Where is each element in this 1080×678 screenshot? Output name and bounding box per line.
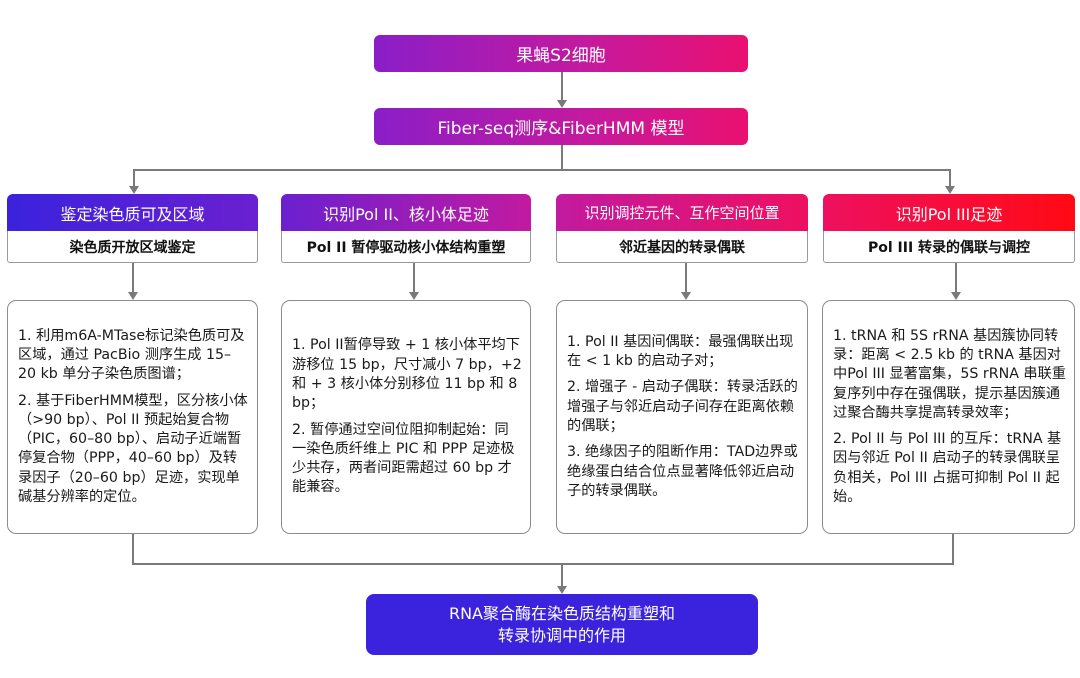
- column-subtitle-pol3-footprint: Pol III 转录的偶联与调控: [823, 231, 1075, 263]
- detail-point: 2. 暂停通过空间位阻抑制起始：同一染色质纤维上 PIC 和 PPP 足迹极少共…: [292, 421, 515, 496]
- detail-box-regulatory-elements: 1. Pol II 基因间偶联：最强偶联出现在 < 1 kb 的启动子对； 2.…: [556, 300, 808, 534]
- column-subtitle-pol2-footprint: Pol II 暂停驱动核小体结构重塑: [281, 231, 531, 263]
- arrow-down-icon: [557, 100, 567, 108]
- connector-line: [133, 169, 951, 171]
- method-node-label: Fiber-seq测序&FiberHMM 模型: [437, 119, 685, 139]
- detail-point: 1. tRNA 和 5S rRNA 基因簇协同转录：距离 < 2.5 kb 的 …: [833, 327, 1066, 421]
- connector-line: [561, 145, 563, 170]
- column-subtitle-label: Pol II 暂停驱动核小体结构重塑: [306, 239, 506, 256]
- column-header-label: 识别Pol II、核小体足迹: [323, 204, 489, 224]
- connector-line: [413, 263, 415, 293]
- conclusion-node: RNA聚合酶在染色质结构重塑和 转录协调中的作用: [366, 594, 758, 655]
- connector-line: [132, 263, 134, 293]
- conclusion-line-2: 转录协调中的作用: [497, 625, 626, 645]
- column-subtitle-label: 邻近基因的转录偶联: [619, 239, 745, 256]
- connector-line: [685, 263, 687, 293]
- column-header-label: 识别调控元件、互作空间位置: [584, 204, 780, 222]
- detail-box-accessibility: 1. 利用m6A-MTase标记染色质可及区域，通过 PacBio 测序生成 1…: [7, 300, 258, 534]
- arrow-down-icon: [951, 292, 961, 300]
- connector-line: [949, 169, 951, 187]
- column-header-pol3-footprint: 识别Pol III足迹: [823, 194, 1075, 231]
- arrow-down-icon: [128, 292, 138, 300]
- connector-line: [952, 534, 954, 564]
- connector-line: [133, 169, 135, 187]
- arrow-down-icon: [945, 186, 955, 194]
- arrow-down-icon: [129, 186, 139, 194]
- column-subtitle-accessibility: 染色质开放区域鉴定: [7, 231, 258, 263]
- source-node: 果蝇S2细胞: [374, 35, 748, 72]
- connector-line: [561, 72, 563, 100]
- detail-point: 1. 利用m6A-MTase标记染色质可及区域，通过 PacBio 测序生成 1…: [18, 327, 245, 383]
- detail-point: 1. Pol II 基因间偶联：最强偶联出现在 < 1 kb 的启动子对；: [567, 333, 794, 370]
- detail-point: 2. 增强子 - 启动子偶联：转录活跃的增强子与邻近启动子间存在距离依赖的偶联；: [567, 379, 798, 434]
- column-subtitle-regulatory-elements: 邻近基因的转录偶联: [556, 231, 808, 263]
- arrow-down-icon: [557, 586, 567, 594]
- conclusion-line-1: RNA聚合酶在染色质结构重塑和: [448, 603, 676, 623]
- connector-line: [132, 563, 954, 565]
- detail-box-pol3-footprint: 1. tRNA 和 5S rRNA 基因簇协同转录：距离 < 2.5 kb 的 …: [822, 300, 1075, 534]
- column-subtitle-label: 染色质开放区域鉴定: [69, 239, 196, 256]
- detail-point: 1. Pol II暂停导致 + 1 核小体平均下游移位 15 bp，尺寸减小 7…: [292, 337, 522, 412]
- detail-box-pol2-footprint: 1. Pol II暂停导致 + 1 核小体平均下游移位 15 bp，尺寸减小 7…: [281, 300, 531, 534]
- column-header-accessibility: 鉴定染色质可及区域: [7, 194, 258, 231]
- connector-line: [132, 534, 134, 564]
- column-header-label: 识别Pol III足迹: [895, 204, 1003, 224]
- column-header-regulatory-elements: 识别调控元件、互作空间位置: [556, 194, 808, 231]
- detail-point: 2. 基于FiberHMM模型，区分核小体（>90 bp）、Pol II 预起始…: [18, 392, 248, 506]
- detail-point: 2. Pol II 与 Pol III 的互斥：tRNA 基因与邻近 Pol I…: [833, 431, 1062, 506]
- arrow-down-icon: [409, 292, 419, 300]
- column-subtitle-label: Pol III 转录的偶联与调控: [867, 239, 1031, 256]
- connector-line: [955, 263, 957, 293]
- column-header-label: 鉴定染色质可及区域: [60, 204, 205, 224]
- column-header-pol2-footprint: 识别Pol II、核小体足迹: [281, 194, 531, 231]
- connector-line: [561, 563, 563, 587]
- arrow-down-icon: [681, 292, 691, 300]
- method-node: Fiber-seq测序&FiberHMM 模型: [374, 108, 748, 145]
- detail-point: 3. 绝缘因子的阻断作用：TAD边界或绝缘蛋白结合位点显著降低邻近启动子的转录偶…: [567, 444, 798, 499]
- source-node-label: 果蝇S2细胞: [516, 46, 606, 66]
